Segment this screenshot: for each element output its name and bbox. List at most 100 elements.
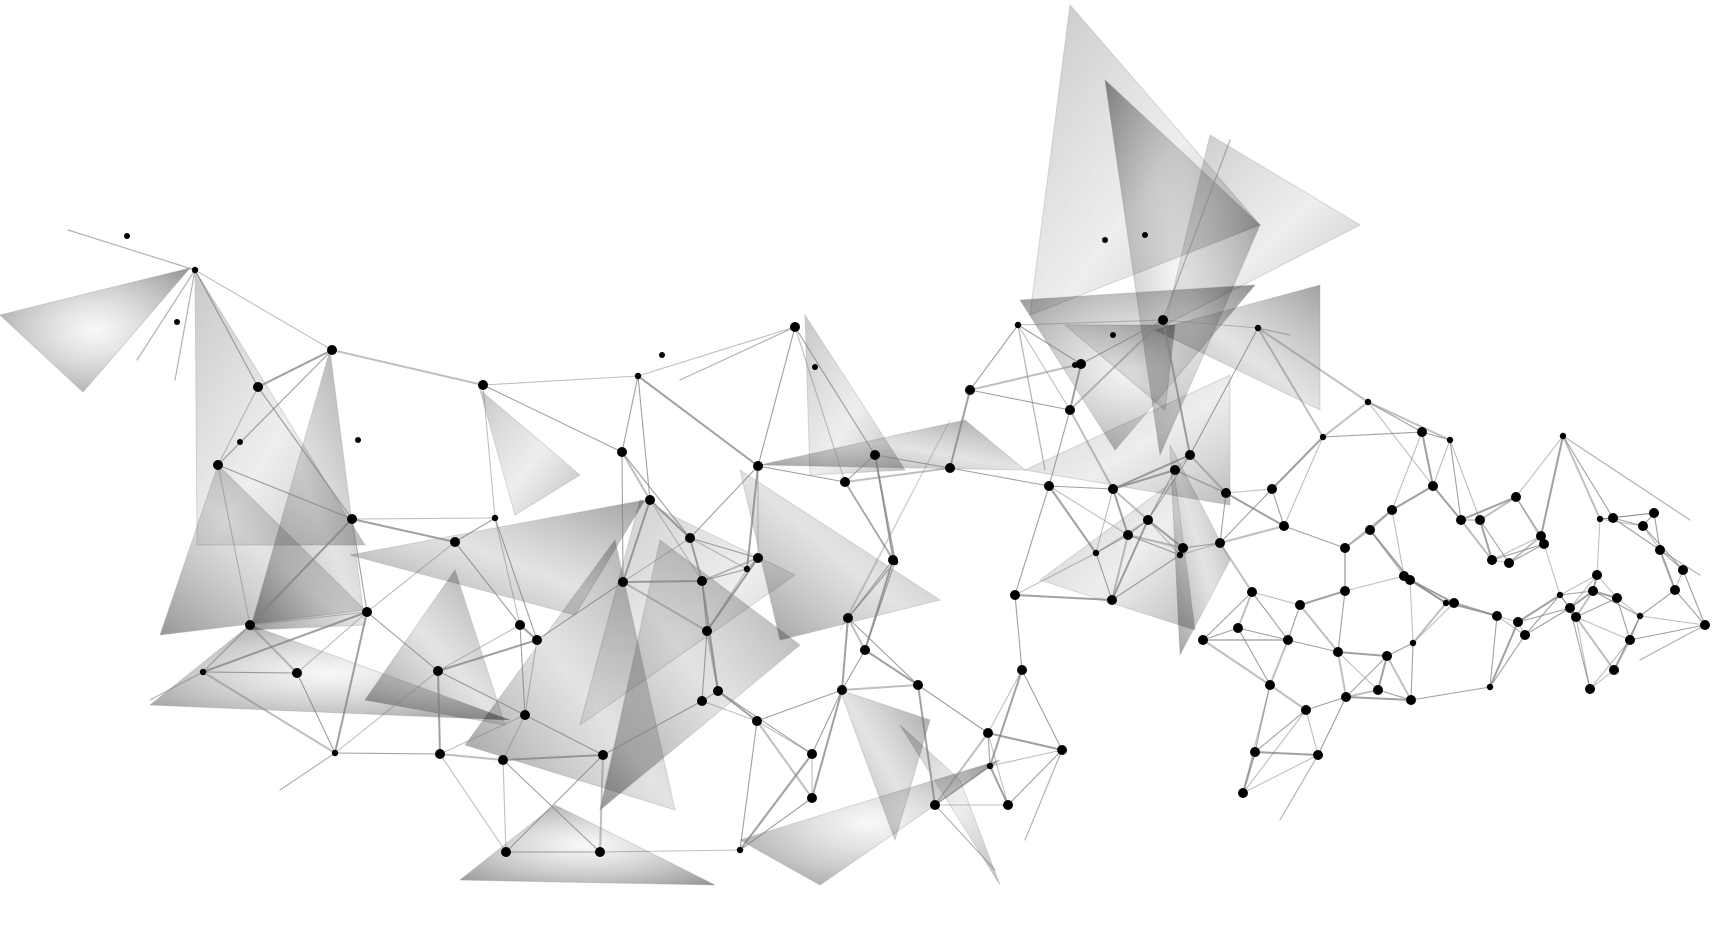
- network-node: [174, 319, 180, 325]
- network-edge: [739, 753, 813, 851]
- network-edge: [1162, 319, 1259, 329]
- network-edge: [701, 557, 759, 582]
- network-edge: [194, 269, 333, 351]
- network-node: [478, 380, 488, 390]
- network-node: [1442, 599, 1450, 607]
- network-edge: [1017, 319, 1164, 326]
- network-edge: [841, 649, 866, 691]
- network-node: [1588, 586, 1598, 596]
- network-edge: [987, 732, 991, 767]
- network-edge: [202, 611, 368, 673]
- network-edge: [1283, 525, 1346, 549]
- network-edge: [917, 684, 989, 734]
- network-edge: [1412, 602, 1455, 644]
- network-edge: [1111, 534, 1129, 601]
- network-edge: [279, 752, 336, 791]
- network-node: [1107, 595, 1117, 605]
- network-node: [532, 635, 542, 645]
- network-edge: [437, 639, 538, 672]
- network-edge: [1432, 439, 1451, 487]
- network-edge: [1225, 492, 1285, 527]
- network-node: [1017, 665, 1027, 675]
- network-edge: [864, 649, 919, 686]
- network-edge: [794, 326, 846, 483]
- network-edge: [1559, 590, 1594, 596]
- network-edge: [969, 324, 1019, 391]
- network-node: [1364, 398, 1372, 406]
- network-node: [1409, 639, 1417, 647]
- network-node: [753, 553, 763, 563]
- network-edge: [1162, 319, 1191, 456]
- network-node: [807, 793, 817, 803]
- network-edge: [1612, 517, 1661, 551]
- network-edge: [1682, 569, 1706, 626]
- network-edge: [351, 518, 368, 613]
- network-edge: [689, 465, 759, 539]
- network-edge: [1189, 327, 1259, 456]
- network-edge: [1048, 485, 1129, 536]
- network-node: [1649, 508, 1659, 518]
- network-edge: [454, 517, 496, 543]
- network-node: [753, 461, 763, 471]
- network-edge: [739, 797, 813, 851]
- network-edge: [194, 269, 259, 388]
- network-node: [1655, 545, 1665, 555]
- network-edge: [1449, 439, 1481, 521]
- network-node: [1110, 332, 1116, 338]
- network-edge: [864, 561, 896, 651]
- network-edge: [249, 518, 353, 626]
- network-edge: [174, 269, 196, 381]
- network-edge: [987, 732, 1009, 806]
- network-node: [685, 533, 695, 543]
- network-edge: [841, 617, 849, 691]
- network-edge: [1421, 431, 1434, 487]
- network-node: [515, 620, 525, 630]
- translucent-triangles: [0, 3, 1362, 886]
- network-node: [595, 847, 605, 857]
- network-edge: [1095, 519, 1149, 554]
- network-edge: [366, 541, 456, 613]
- network-edge: [1257, 327, 1369, 403]
- network-node: [1565, 603, 1575, 613]
- network-edge: [1147, 519, 1181, 556]
- network-node: [1108, 484, 1118, 494]
- network-node: [1215, 538, 1225, 548]
- network-edge: [689, 537, 759, 559]
- network-node: [433, 666, 443, 676]
- network-edge: [439, 753, 504, 761]
- network-edge: [482, 384, 496, 519]
- network-edge: [1219, 525, 1285, 544]
- network-node: [1185, 450, 1195, 460]
- network-edge: [1048, 485, 1114, 490]
- network-edge: [437, 670, 526, 716]
- network-node: [1142, 232, 1148, 238]
- network-edge: [1562, 435, 1691, 521]
- network-edge: [1048, 485, 1097, 554]
- network-edges: [67, 139, 1706, 871]
- network-edge: [1007, 749, 1063, 806]
- network-edge: [989, 669, 1023, 767]
- network-node: [191, 266, 199, 274]
- network-edge: [1460, 496, 1517, 521]
- network-edge: [1575, 616, 1615, 671]
- network-edge: [1409, 579, 1447, 604]
- network-edge: [1257, 327, 1291, 336]
- network-node: [1609, 665, 1619, 675]
- network-edge: [987, 669, 1023, 734]
- translucent-triangle: [738, 759, 1001, 886]
- network-node: [1102, 237, 1108, 243]
- network-node: [347, 514, 357, 524]
- network-edge: [1337, 651, 1379, 691]
- network-edge: [1410, 686, 1491, 701]
- network-edge: [1524, 594, 1561, 636]
- network-edge: [1377, 689, 1412, 701]
- network-edge: [1391, 509, 1405, 577]
- network-edge: [1491, 543, 1545, 561]
- network-node: [812, 364, 818, 370]
- network-node: [1301, 705, 1311, 715]
- network-node: [1065, 405, 1075, 415]
- network-edge: [1543, 543, 1561, 596]
- network-edge: [1575, 597, 1618, 618]
- network-edge: [1367, 401, 1451, 441]
- network-edge: [689, 537, 703, 582]
